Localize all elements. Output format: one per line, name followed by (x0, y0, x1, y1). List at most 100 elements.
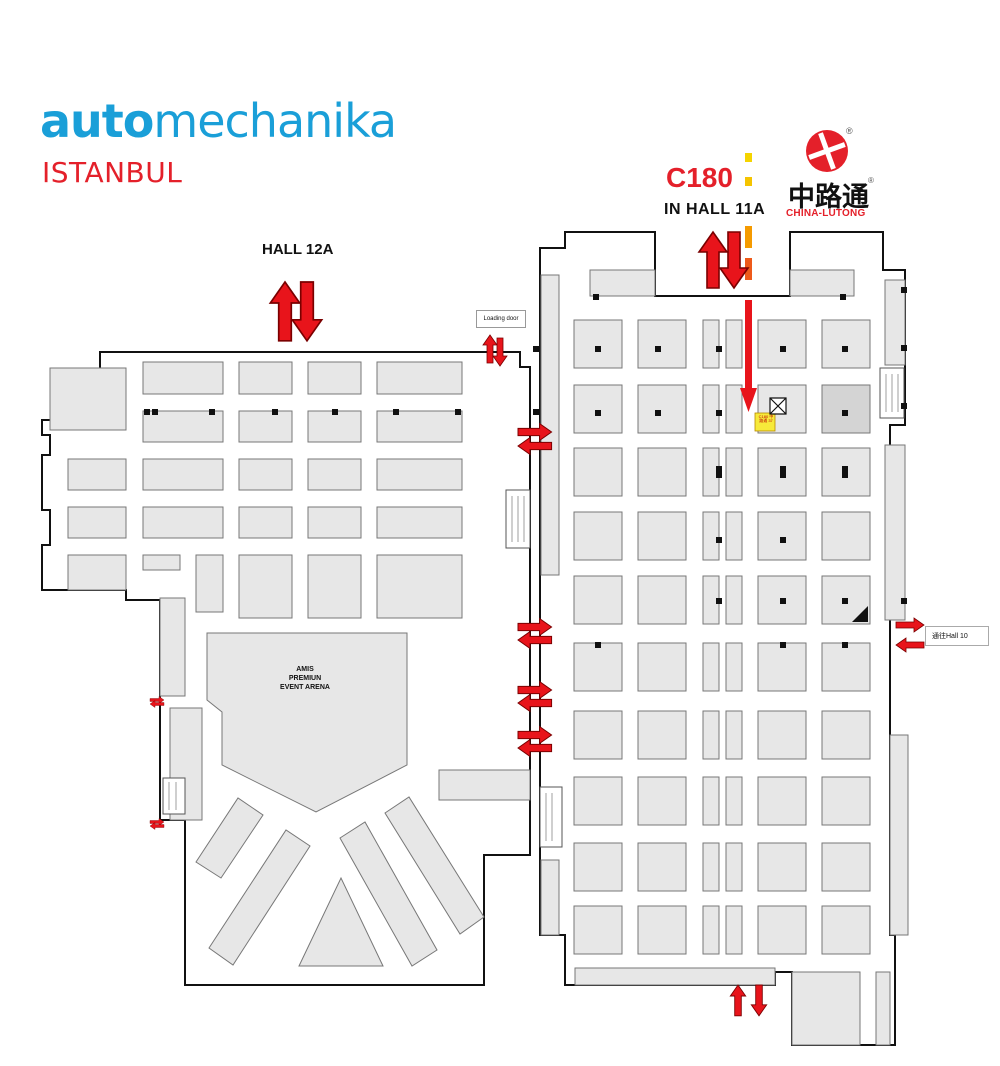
column (780, 346, 786, 352)
column (533, 409, 539, 415)
column (842, 466, 848, 478)
entrance-arrow (719, 231, 749, 289)
stand (573, 642, 623, 692)
automechanika-logo: automechanika (40, 98, 397, 144)
column (842, 346, 848, 352)
narrow-stand (725, 710, 743, 760)
column (716, 346, 722, 352)
stand (573, 905, 623, 955)
stand (637, 575, 687, 625)
registered-mark-2: ® (868, 176, 874, 185)
column (842, 598, 848, 604)
narrow-stand (702, 710, 720, 760)
column (716, 537, 722, 543)
narrow-stand (725, 905, 743, 955)
stand (757, 319, 807, 369)
narrow-stand (725, 842, 743, 892)
stand (637, 511, 687, 561)
loading-door-label: Loading door (476, 310, 526, 328)
narrow-stand (725, 642, 743, 692)
column (780, 598, 786, 604)
stand (637, 447, 687, 497)
stand (637, 905, 687, 955)
entrance-arrow (698, 231, 728, 289)
narrow-stand (702, 642, 720, 692)
column (209, 409, 215, 415)
arena-line-2: PREMIUN (288, 674, 322, 682)
column (332, 409, 338, 415)
stand (757, 776, 807, 826)
narrow-stand (725, 447, 743, 497)
stand (637, 319, 687, 369)
brand-name-cn: 中路通 (788, 182, 869, 213)
registered-mark: ® (846, 126, 853, 136)
column (655, 410, 661, 416)
columns (144, 287, 907, 648)
booth-hall-text: IN HALL 11A (664, 201, 766, 218)
column (595, 346, 601, 352)
stand (573, 447, 623, 497)
column (533, 346, 539, 352)
hall-11a-grid (573, 319, 871, 955)
stand (821, 384, 871, 434)
logo-mechanika: mechanika (153, 94, 397, 148)
arena-line-1: AMIS (296, 666, 314, 673)
stand (757, 710, 807, 760)
column (780, 466, 786, 478)
stand (573, 384, 623, 434)
stand (821, 905, 871, 955)
stand (821, 319, 871, 369)
stand (573, 575, 623, 625)
entrance-arrow (517, 618, 553, 636)
stand (821, 511, 871, 561)
narrow-stand (725, 776, 743, 826)
info-point-icon (769, 397, 787, 415)
entrance-arrow (269, 281, 301, 342)
column (593, 294, 599, 300)
narrow-stand (725, 384, 743, 434)
column (595, 642, 601, 648)
column (716, 466, 722, 478)
entrance-arrow (517, 631, 553, 649)
hall-12a-stands (49, 361, 531, 967)
narrow-stand (702, 776, 720, 826)
entrance-arrow (750, 984, 768, 1017)
entrance-arrow (517, 739, 553, 757)
column (842, 410, 848, 416)
column (393, 409, 399, 415)
column (901, 345, 907, 351)
entrance-arrow (517, 694, 553, 712)
stand (757, 842, 807, 892)
stand (757, 905, 807, 955)
route-to-booth (740, 153, 757, 412)
column (780, 642, 786, 648)
column (901, 598, 907, 604)
entrance-arrow (895, 637, 925, 653)
narrow-stand (725, 511, 743, 561)
narrow-stand (702, 842, 720, 892)
narrow-stand (725, 319, 743, 369)
column (716, 410, 722, 416)
column (595, 410, 601, 416)
booth-number: C180 (666, 162, 733, 193)
stand (821, 776, 871, 826)
column (780, 537, 786, 543)
column (152, 409, 158, 415)
column (455, 409, 461, 415)
stand (573, 842, 623, 892)
entrance-arrow (729, 984, 747, 1017)
column (272, 409, 278, 415)
event-city: ISTANBUL (42, 156, 183, 189)
stand (637, 842, 687, 892)
event-arena-label: AMIS PREMIUN EVENT ARENA (250, 666, 360, 692)
stand (637, 776, 687, 826)
stand (821, 710, 871, 760)
escalators (162, 367, 905, 848)
stand (821, 842, 871, 892)
column (840, 294, 846, 300)
column (716, 598, 722, 604)
stand (573, 776, 623, 826)
booth-c180-label: C180 中路通 37 (758, 414, 774, 424)
entrance-arrow (517, 726, 553, 744)
